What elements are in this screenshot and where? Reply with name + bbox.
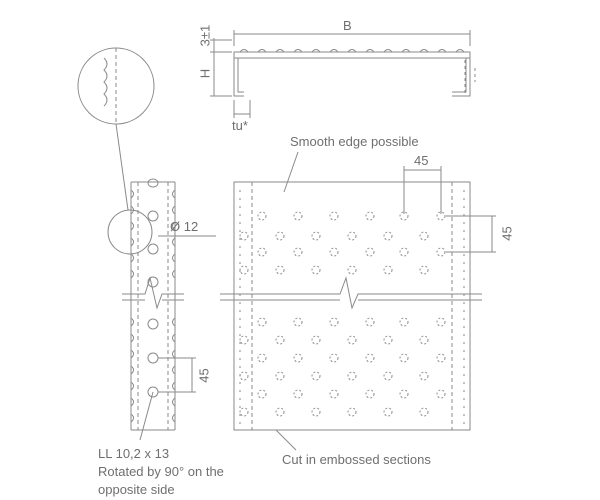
- slot-note-line2: Rotated by 90° on the: [98, 464, 224, 479]
- plan-view: [220, 151, 496, 451]
- hole-pitch-x: 45: [414, 153, 429, 168]
- lip-label: 3±1: [197, 24, 213, 47]
- section-profile: [210, 30, 476, 118]
- side-view: [122, 178, 216, 441]
- height-label: H: [197, 68, 213, 79]
- hole-pitch-y: 45: [499, 226, 515, 241]
- slot-note-line3: opposite side: [98, 482, 175, 497]
- hole-grid: [239, 211, 446, 417]
- detail-circle: [77, 47, 155, 255]
- slot-note-line1: LL 10,2 x 13: [98, 446, 170, 461]
- cut-note: Cut in embossed sections: [282, 452, 431, 467]
- hole-diameter: Ø 12: [170, 219, 199, 234]
- width-label: B: [343, 18, 352, 33]
- slot-pitch: 45: [196, 368, 212, 383]
- smooth-edge-note: Smooth edge possible: [290, 134, 419, 149]
- thickness-label: tu*: [232, 118, 248, 133]
